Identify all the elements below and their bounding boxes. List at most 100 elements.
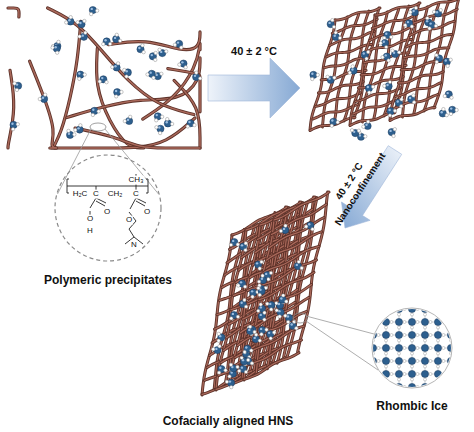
water-molecule — [395, 98, 403, 108]
chemical-structure — [67, 174, 148, 244]
polymer-fiber-core — [75, 128, 200, 148]
stage-caption: Cofacially aligned HNS — [163, 415, 294, 428]
atom-label: O — [86, 215, 94, 224]
water-molecule — [432, 8, 442, 17]
water-molecule — [164, 117, 174, 127]
atom-label: C — [132, 190, 140, 199]
atom-label: O — [125, 216, 133, 225]
water-molecule — [13, 82, 22, 92]
lattice-circle — [372, 308, 452, 388]
polymer-fiber-core — [375, 3, 420, 15]
polymer-fiber — [252, 311, 307, 340]
water-molecule — [89, 7, 99, 16]
polymer-fiber — [8, 8, 19, 17]
water-molecule — [381, 53, 391, 62]
polymer-fiber-core — [48, 8, 194, 115]
polymer-fiber — [264, 246, 319, 272]
water-molecule — [267, 330, 276, 340]
polymer-fiber — [321, 70, 366, 80]
polymer-fiber — [372, 14, 417, 28]
polymer-fiber — [30, 61, 57, 148]
water-molecule — [252, 333, 261, 343]
polymer-fiber — [274, 192, 329, 220]
water-molecule — [113, 33, 122, 43]
chemical-bond — [96, 201, 105, 206]
polymer-fiber-core — [267, 232, 322, 260]
atom-label: CH₃ — [128, 176, 145, 185]
water-molecule — [102, 38, 112, 46]
polymer-fiber — [434, 0, 459, 108]
polymer-fiber — [390, 107, 435, 120]
water-molecule — [408, 94, 416, 104]
water-molecule — [74, 124, 84, 134]
water-molecule — [229, 239, 239, 247]
water-molecule — [154, 113, 164, 122]
polymer-fiber-core — [415, 0, 460, 10]
polymer-fiber — [318, 82, 363, 93]
polymer-fiber — [398, 72, 443, 83]
water-molecule — [435, 53, 443, 63]
water-molecule — [217, 332, 225, 342]
water-molecule — [289, 320, 298, 330]
water-molecule — [257, 274, 266, 284]
water-molecule — [173, 40, 183, 49]
polymer-fiber-core — [350, 112, 395, 125]
polymer-fiber-core — [30, 61, 57, 148]
water-molecule — [428, 21, 438, 30]
polymer-fiber-core — [372, 14, 417, 28]
water-molecule — [123, 68, 132, 78]
polymer-fiber-core — [321, 70, 366, 80]
dashed-circle — [55, 155, 161, 261]
atom-label: N — [130, 241, 138, 250]
water-molecule — [217, 365, 227, 374]
polymer-fiber-core — [244, 353, 299, 380]
water-molecule — [98, 76, 108, 84]
polymer-fiber-core — [358, 77, 403, 88]
water-molecule — [350, 129, 360, 137]
water-molecule — [330, 118, 340, 127]
atom-label: H₂C — [72, 190, 89, 199]
polymer-fiber — [249, 326, 304, 353]
polymer-fiber — [247, 340, 302, 365]
water-molecule — [255, 260, 264, 270]
water-molecule — [114, 89, 124, 98]
water-molecule — [304, 222, 314, 231]
water-molecule — [279, 294, 288, 304]
polymer-fiber — [415, 0, 460, 10]
cofacial-stack — [202, 192, 329, 395]
polymer-fiber-core — [8, 8, 19, 17]
temperature-label: 40 ± 2 °C — [231, 45, 277, 57]
water-molecule — [310, 71, 320, 80]
water-molecule — [409, 6, 419, 15]
polymer-fiber-core — [252, 311, 307, 340]
polymer-network — [8, 7, 202, 148]
chemical-bond — [90, 198, 96, 208]
polymer-fiber — [168, 69, 200, 112]
polymer-fiber-core — [264, 246, 319, 272]
water-molecule — [111, 62, 121, 71]
polymer-fiber-core — [51, 118, 195, 148]
water-molecule — [243, 345, 253, 354]
water-molecule — [10, 121, 20, 131]
water-molecule — [247, 325, 257, 335]
polymer-fiber — [361, 65, 406, 75]
water-molecule — [51, 45, 61, 55]
water-molecule — [239, 242, 247, 252]
ice-lattice-circle: Rhombic Ice — [370, 306, 454, 413]
polymer-fiber-core — [407, 34, 452, 46]
stage-caption: Polymeric precipitates — [40, 273, 177, 287]
polymer-fiber-core — [8, 70, 14, 148]
water-molecule — [237, 280, 247, 288]
polymer-fiber-core — [54, 21, 81, 148]
water-molecule — [443, 58, 452, 68]
water-molecule — [379, 39, 389, 48]
polymer-fiber-core — [247, 340, 302, 365]
polymer-fiber-core — [168, 69, 200, 112]
water-molecule — [383, 80, 393, 89]
water-molecule — [388, 128, 396, 138]
water-molecule — [443, 91, 453, 100]
polymer-fiber — [267, 232, 322, 260]
water-molecule — [38, 93, 48, 102]
polymer-fiber — [358, 77, 403, 88]
